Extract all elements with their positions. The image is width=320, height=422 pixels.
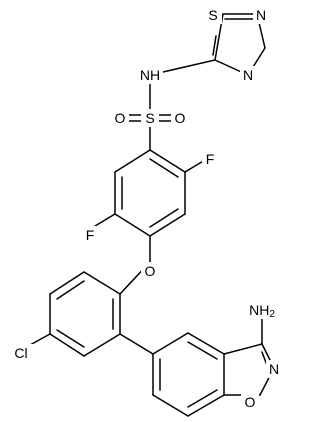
atom-labels: S N N NH S O O F F O Cl NH2 N O — [8, 6, 291, 411]
atom-label-o-left: O — [115, 110, 126, 126]
bond — [114, 149, 151, 173]
bond — [56, 280, 85, 300]
bond — [152, 394, 189, 417]
atom-label-o-isoxazole: O — [245, 394, 256, 410]
atom-label-nh2: NH2 — [249, 302, 275, 320]
bond — [49, 271, 85, 295]
bond — [212, 35, 217, 56]
bond — [149, 208, 179, 228]
bond — [187, 394, 225, 417]
bond — [83, 271, 121, 295]
atom-label-s-ring: S — [208, 7, 217, 23]
bond — [56, 329, 85, 348]
atom-label-s-sulfonyl: S — [145, 110, 154, 126]
nh2-subscript: 2 — [269, 309, 275, 320]
bond — [149, 158, 179, 178]
bond — [119, 333, 154, 355]
bond — [49, 333, 85, 357]
atom-label-n-isoxazole: N — [269, 361, 279, 377]
atom-label-n-ring-top: N — [256, 7, 266, 23]
bond — [187, 389, 218, 408]
atom-label-o-right: O — [175, 110, 186, 126]
bond — [149, 213, 186, 237]
bond — [187, 341, 218, 360]
nh2-main: NH — [249, 302, 269, 318]
atom-label-f-upper: F — [206, 151, 215, 167]
bond — [114, 213, 151, 237]
bond — [29, 333, 51, 346]
bond — [149, 149, 186, 173]
bond — [184, 159, 206, 173]
atom-label-o-ether: O — [145, 263, 156, 279]
bond — [223, 343, 263, 355]
atom-label-cl: Cl — [14, 345, 27, 361]
atom-label-f-lower: F — [86, 227, 95, 243]
atom-label-nh: NH — [140, 67, 160, 83]
atom-label-n-ring-bottom: N — [243, 67, 253, 83]
molecule-structure: S N N NH S O O F F O Cl NH2 N O — [8, 6, 291, 417]
bond — [152, 332, 189, 355]
bond — [83, 333, 121, 357]
bond — [187, 332, 225, 355]
bond — [94, 213, 116, 227]
